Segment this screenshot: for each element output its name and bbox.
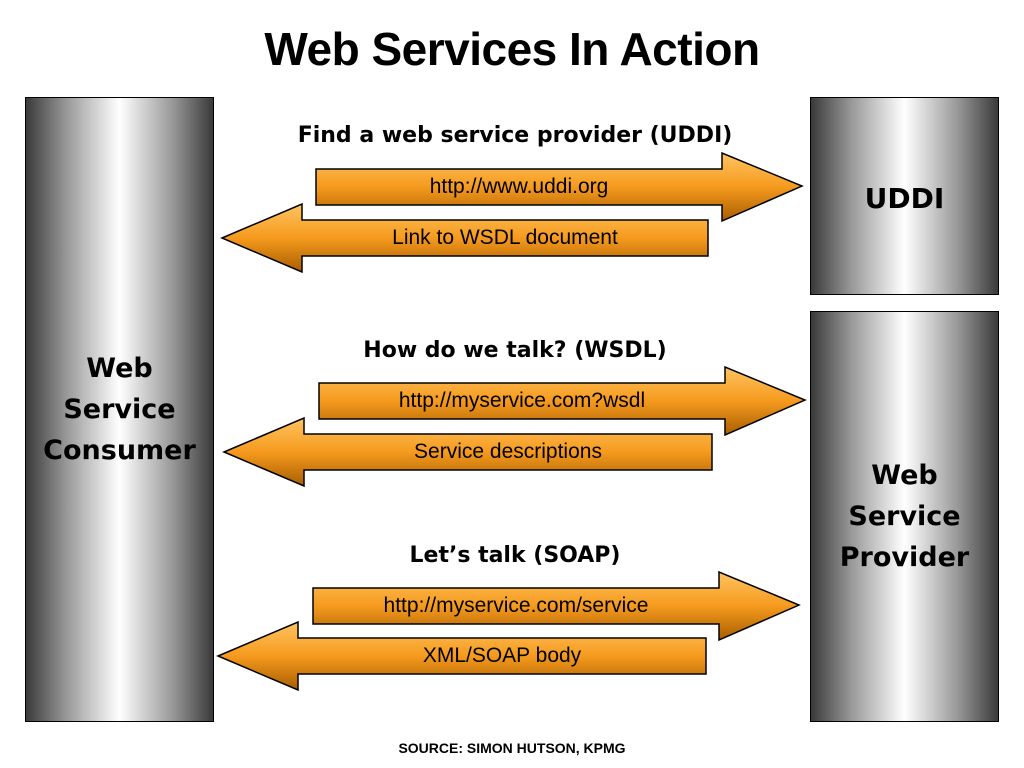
- request-label-soap: http://myservice.com/service: [383, 594, 649, 617]
- arrow-right-icon: [315, 151, 804, 223]
- arrow-left-icon: [220, 202, 709, 274]
- arrow-right-icon: [318, 365, 807, 437]
- arrow-right-icon: [312, 570, 801, 642]
- request-label-uddi: http://www.uddi.org: [429, 175, 609, 198]
- request-label-wsdl: http://myservice.com?wsdl: [398, 389, 646, 412]
- section-heading-wsdl: How do we talk? (WSDL): [363, 338, 667, 363]
- response-label-wsdl: Service descriptions: [414, 440, 602, 463]
- slide-title: Web Services In Action: [264, 23, 760, 75]
- section-heading-uddi: Find a web service provider (UDDI): [297, 123, 733, 148]
- source-credit: SOURCE: SIMON HUTSON, KPMG: [398, 740, 626, 756]
- arrow-left-icon: [216, 620, 707, 692]
- web-service-provider-box: Web Service Provider: [810, 311, 999, 722]
- uddi-box: UDDI: [810, 97, 999, 295]
- arrow-left-icon: [222, 416, 713, 488]
- provider-label: Web Service Provider: [839, 460, 970, 573]
- uddi-label: UDDI: [864, 182, 945, 215]
- section-heading-soap: Let’s talk (SOAP): [409, 543, 621, 568]
- response-label-soap: XML/SOAP body: [422, 644, 582, 667]
- response-label-uddi: Link to WSDL document: [392, 226, 618, 249]
- consumer-label: Web Service Consumer: [43, 353, 196, 466]
- web-service-consumer-box: Web Service Consumer: [25, 97, 214, 722]
